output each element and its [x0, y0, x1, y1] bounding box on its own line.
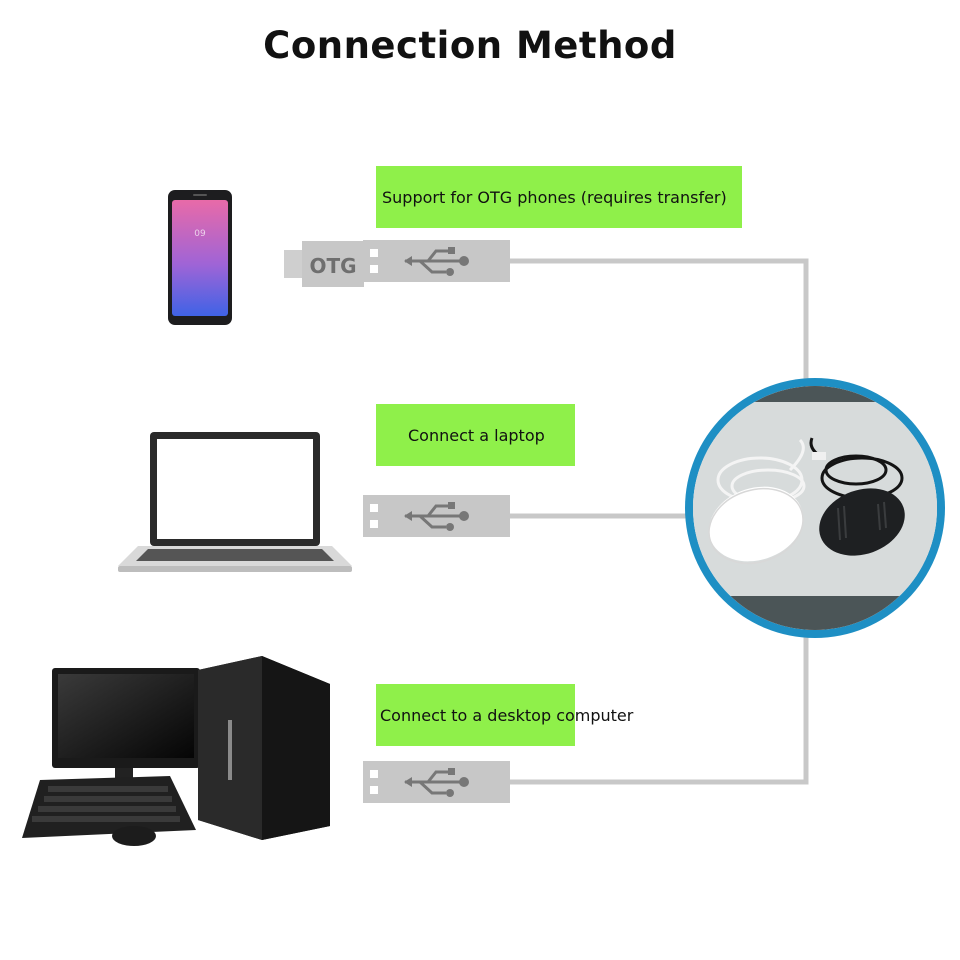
- usb-plug-icon: [363, 495, 510, 537]
- usb-speakers-photo: [685, 378, 945, 638]
- laptop-icon: [118, 432, 352, 572]
- laptop-label: Connect a laptop: [376, 404, 575, 466]
- otg-phone-label: Support for OTG phones (requires transfe…: [376, 166, 742, 228]
- cable-lines: [510, 258, 809, 785]
- desktop-computer-icon: [22, 656, 330, 846]
- usb-plug-icon: [363, 240, 510, 282]
- usb-plug-icon: [363, 761, 510, 803]
- page-title: Connection Method: [263, 24, 677, 67]
- desktop-label: Connect to a desktop computer: [376, 684, 633, 746]
- otg-adapter-icon: OTG: [284, 241, 364, 287]
- otg-adapter-text: OTG: [309, 254, 356, 278]
- phone-icon: 09: [168, 190, 232, 325]
- svg-text:09: 09: [194, 229, 206, 239]
